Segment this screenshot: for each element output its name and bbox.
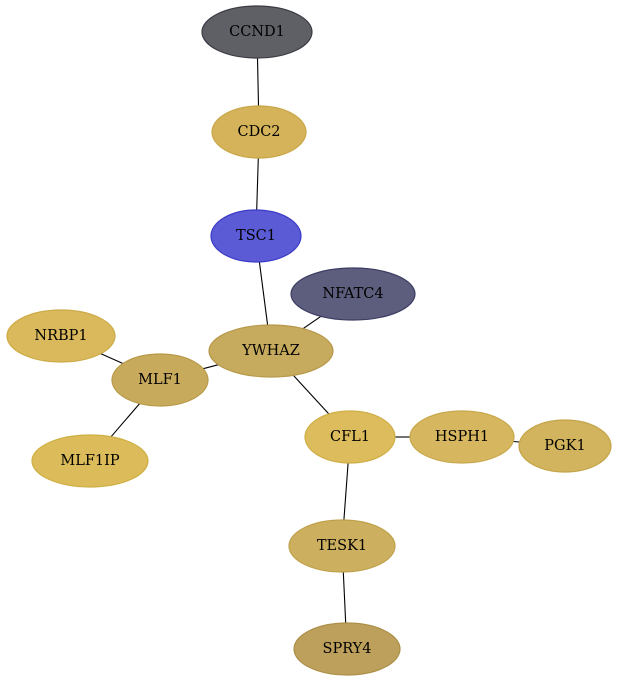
node-label: CDC2 bbox=[237, 124, 280, 140]
edge-tesk1-spry4 bbox=[342, 571, 347, 624]
node-mlf1ip[interactable]: MLF1IP bbox=[31, 434, 149, 488]
edge-cfl1-tesk1 bbox=[343, 462, 349, 521]
node-shape bbox=[409, 410, 515, 464]
node-ccnd1[interactable]: CCND1 bbox=[201, 5, 313, 59]
node-shape bbox=[293, 622, 401, 676]
node-shape bbox=[201, 5, 313, 59]
edge-nfatc4-ywhaz bbox=[302, 315, 322, 330]
node-label: CFL1 bbox=[330, 429, 370, 445]
edge-ccnd1-cdc2 bbox=[256, 57, 260, 107]
node-label: MLF1IP bbox=[60, 453, 119, 469]
edge-ywhaz-mlf1 bbox=[203, 364, 219, 370]
node-shape bbox=[288, 519, 396, 573]
node-label: TESK1 bbox=[317, 538, 367, 554]
edge-tsc1-ywhaz bbox=[258, 261, 269, 326]
node-label: NRBP1 bbox=[34, 328, 87, 344]
node-shape bbox=[208, 324, 334, 378]
node-label: HSPH1 bbox=[435, 429, 489, 445]
edge-ywhaz-cfl1 bbox=[292, 374, 330, 415]
node-shape bbox=[111, 353, 209, 407]
node-spry4[interactable]: SPRY4 bbox=[293, 622, 401, 676]
node-cdc2[interactable]: CDC2 bbox=[211, 105, 307, 159]
node-nfatc4[interactable]: NFATC4 bbox=[290, 267, 416, 321]
edge-cdc2-tsc1 bbox=[256, 157, 259, 211]
node-label: PGK1 bbox=[544, 438, 585, 454]
node-label: NFATC4 bbox=[322, 286, 383, 302]
node-label: TSC1 bbox=[236, 228, 276, 244]
edge-hsph1-pgk1 bbox=[513, 440, 520, 443]
node-label: CCND1 bbox=[229, 24, 285, 40]
edge-nrbp1-mlf1 bbox=[100, 353, 124, 365]
node-shape bbox=[6, 309, 116, 363]
node-mlf1[interactable]: MLF1 bbox=[111, 353, 209, 407]
node-ywhaz[interactable]: YWHAZ bbox=[208, 324, 334, 378]
node-label: MLF1 bbox=[138, 372, 182, 388]
node-nrbp1[interactable]: NRBP1 bbox=[6, 309, 116, 363]
node-tesk1[interactable]: TESK1 bbox=[288, 519, 396, 573]
node-tsc1[interactable]: TSC1 bbox=[210, 209, 302, 263]
node-pgk1[interactable]: PGK1 bbox=[518, 419, 612, 473]
node-hsph1[interactable]: HSPH1 bbox=[409, 410, 515, 464]
node-shape bbox=[211, 105, 307, 159]
node-cfl1[interactable]: CFL1 bbox=[304, 410, 396, 464]
node-label: YWHAZ bbox=[241, 343, 300, 359]
edges-layer bbox=[100, 57, 520, 624]
node-shape bbox=[304, 410, 396, 464]
node-shape bbox=[31, 434, 149, 488]
node-shape bbox=[290, 267, 416, 321]
node-label: SPRY4 bbox=[323, 641, 372, 657]
node-shape bbox=[518, 419, 612, 473]
node-shape bbox=[210, 209, 302, 263]
edge-mlf1-mlf1ip bbox=[110, 403, 141, 438]
